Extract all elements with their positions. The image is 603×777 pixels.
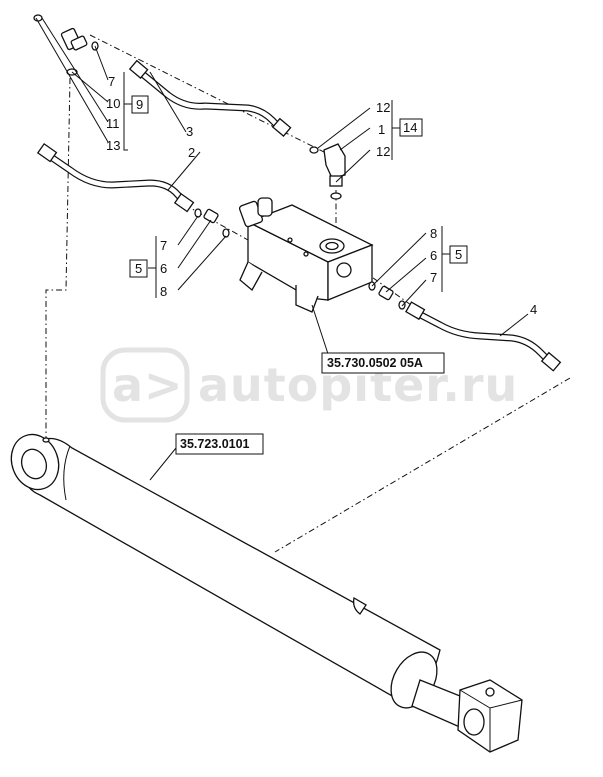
reference-labels: 35.730.0502 05A 35.723.0101 [175,352,445,455]
callout-6-right: 6 [430,248,437,263]
callout-7-left: 7 [160,238,167,253]
hydraulic-cylinder [10,433,523,753]
callout-9: 9 [136,97,143,112]
center-lines [45,34,571,553]
callout-numbers: 7 10 11 13 9 3 2 12 1 12 14 7 6 8 5 8 6 … [106,74,537,317]
cylinder-ref-box[interactable] [175,433,264,455]
callout-12-bottom: 12 [376,144,390,159]
callout-10: 10 [106,96,120,111]
right-fittings [368,281,406,310]
cylinder-ref-text: 35.723.0101 [180,437,250,451]
callout-1: 1 [378,122,385,137]
centerline-fittings-left [184,204,249,241]
valve-ref-text: 35.730.0502 05A [327,356,423,370]
pipe-4 [405,301,562,372]
callout-8-right: 8 [430,226,437,241]
valve-block [238,197,374,313]
callout-13: 13 [106,138,120,153]
callout-7-right: 7 [430,270,437,285]
callout-5-left-box [129,259,148,278]
centerline-fittings-right [361,269,419,311]
centerline-tee-to-elbow [89,34,331,156]
callout-leaders [35,17,529,481]
centerline-left [45,77,71,440]
callout-5-right-box [449,245,468,264]
callout-14: 14 [403,120,417,135]
watermark: a> autopiter.ru [100,347,517,423]
callout-8-left: 8 [160,284,167,299]
tee-fitting [33,14,99,76]
callout-7-top: 7 [108,74,115,89]
callout-5-right: 5 [455,247,462,262]
watermark-logo-box [100,347,190,423]
elbow-fitting [309,143,346,200]
callout-3: 3 [186,124,193,139]
callout-11: 11 [106,116,120,131]
callout-6-left: 6 [160,261,167,276]
pipe-2 [36,142,195,213]
callout-14-box [399,118,423,137]
pipe-3 [128,59,292,138]
watermark-logo: a> [112,358,184,412]
left-fittings [194,208,230,238]
callout-2: 2 [188,145,195,160]
valve-ref-box[interactable] [321,352,445,374]
centerline-cylinder-port [274,377,571,553]
callout-4: 4 [530,302,537,317]
callout-9-box [131,95,149,114]
callout-12-top: 12 [376,100,390,115]
callout-5-left: 5 [135,261,142,276]
